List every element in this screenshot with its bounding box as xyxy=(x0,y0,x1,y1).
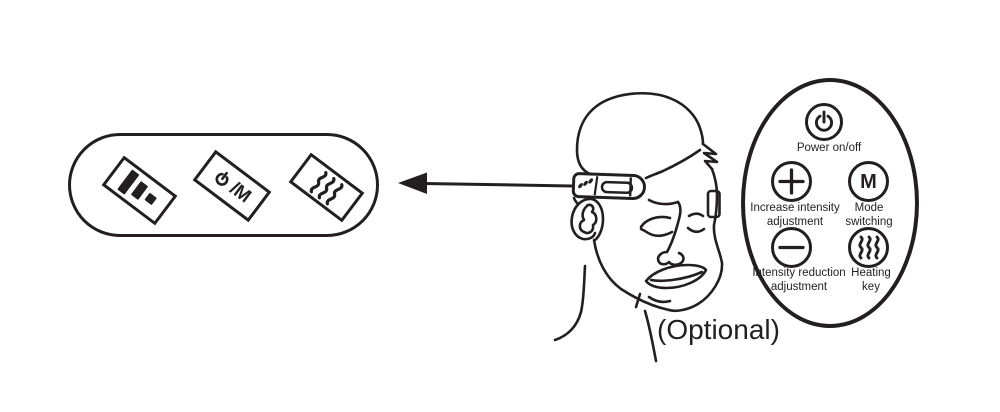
nose-tip xyxy=(656,250,685,267)
callout-arrow xyxy=(398,172,573,194)
power-mode-button: /M xyxy=(192,149,272,223)
left-eye-closed xyxy=(639,227,674,238)
power-button-label: Power on/off xyxy=(796,142,862,154)
device-body xyxy=(571,172,646,200)
remote-decrease-button xyxy=(771,227,812,268)
band-clip xyxy=(706,189,721,219)
neck-back xyxy=(553,264,587,342)
power-icon xyxy=(215,172,229,187)
minus-icon xyxy=(778,245,805,250)
heat-waves-icon xyxy=(857,235,880,259)
ear-inner xyxy=(578,203,598,235)
face-outline xyxy=(667,167,724,313)
mouth-outline xyxy=(644,263,708,290)
hair-spikes xyxy=(701,142,719,171)
remote-increase-button xyxy=(771,161,812,202)
remote-mode-button: M xyxy=(848,161,889,202)
hairline xyxy=(644,148,702,180)
increase-button-label: Increase intensity adjustment xyxy=(750,202,840,228)
ear-attach xyxy=(590,197,605,242)
right-eyebrow xyxy=(687,212,705,218)
device-cap-line xyxy=(628,177,633,197)
optional-caption: (Optional) xyxy=(657,314,780,345)
sideburn xyxy=(572,196,580,206)
heat-waves-icon xyxy=(309,170,344,205)
heating-button xyxy=(288,152,365,223)
device-dots-icon xyxy=(578,178,594,189)
heating-button-label: Heating key xyxy=(851,267,891,293)
headband-device xyxy=(571,172,646,200)
chin-crease xyxy=(647,295,672,304)
jaw-line xyxy=(592,238,671,312)
power-icon xyxy=(815,110,833,132)
remote-power-button xyxy=(805,103,843,141)
right-eye-closed xyxy=(686,226,706,234)
decrease-button-label: Intensity reduction adjustment xyxy=(752,267,846,293)
neck-front xyxy=(643,309,658,363)
hair-outline xyxy=(575,91,705,176)
left-eyebrow xyxy=(639,215,672,229)
neck-under-chin xyxy=(634,292,642,309)
forehead-line xyxy=(647,198,680,206)
nose-bridge xyxy=(665,200,682,254)
remote-heating-button xyxy=(848,227,889,268)
plus-icon xyxy=(778,168,805,195)
mode-button-label: Mode switching xyxy=(845,202,893,228)
mode-button-letter: M xyxy=(860,170,877,193)
device-divider-line xyxy=(593,176,599,196)
mouth-inner-line xyxy=(649,270,704,283)
device-slot xyxy=(600,180,634,195)
